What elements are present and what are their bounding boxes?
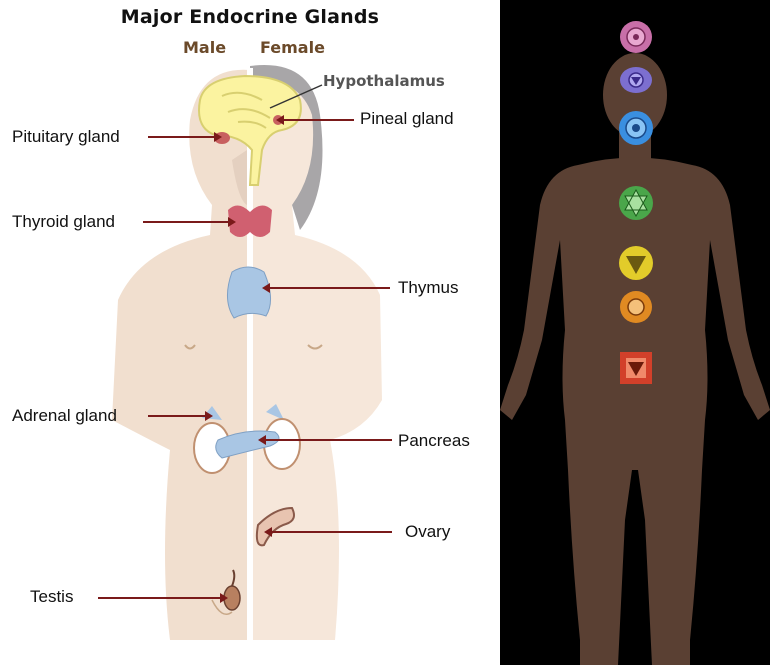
chakra-illustration <box>500 0 770 665</box>
female-label: Female <box>260 38 325 57</box>
throat-chakra-icon <box>619 111 653 145</box>
root-chakra-icon <box>620 352 652 384</box>
third-eye-chakra-icon <box>620 67 652 93</box>
pineal-gland-label: Pineal gland <box>360 109 454 129</box>
hypothalamus-label: Hypothalamus <box>323 72 445 90</box>
pituitary-gland-label: Pituitary gland <box>12 127 120 147</box>
sacral-chakra-icon <box>620 291 652 323</box>
heart-chakra-icon <box>619 186 653 220</box>
pancreas-label: Pancreas <box>398 431 470 451</box>
chakra-figure-panel <box>500 0 770 665</box>
thymus-label: Thymus <box>398 278 458 298</box>
thymus <box>227 267 270 318</box>
endocrine-illustration <box>0 0 500 665</box>
ovary-label: Ovary <box>405 522 450 542</box>
crown-chakra-icon <box>620 21 652 53</box>
endocrine-diagram: Major Endocrine Glands Male Female Hypot… <box>0 0 500 665</box>
male-label: Male <box>183 38 226 57</box>
testis-label: Testis <box>30 587 73 607</box>
solar-plexus-chakra-icon <box>619 246 653 280</box>
adrenal-gland-label: Adrenal gland <box>12 406 117 426</box>
male-body <box>112 70 250 640</box>
diagram-title: Major Endocrine Glands <box>0 6 500 28</box>
thyroid-gland-label: Thyroid gland <box>12 212 115 232</box>
